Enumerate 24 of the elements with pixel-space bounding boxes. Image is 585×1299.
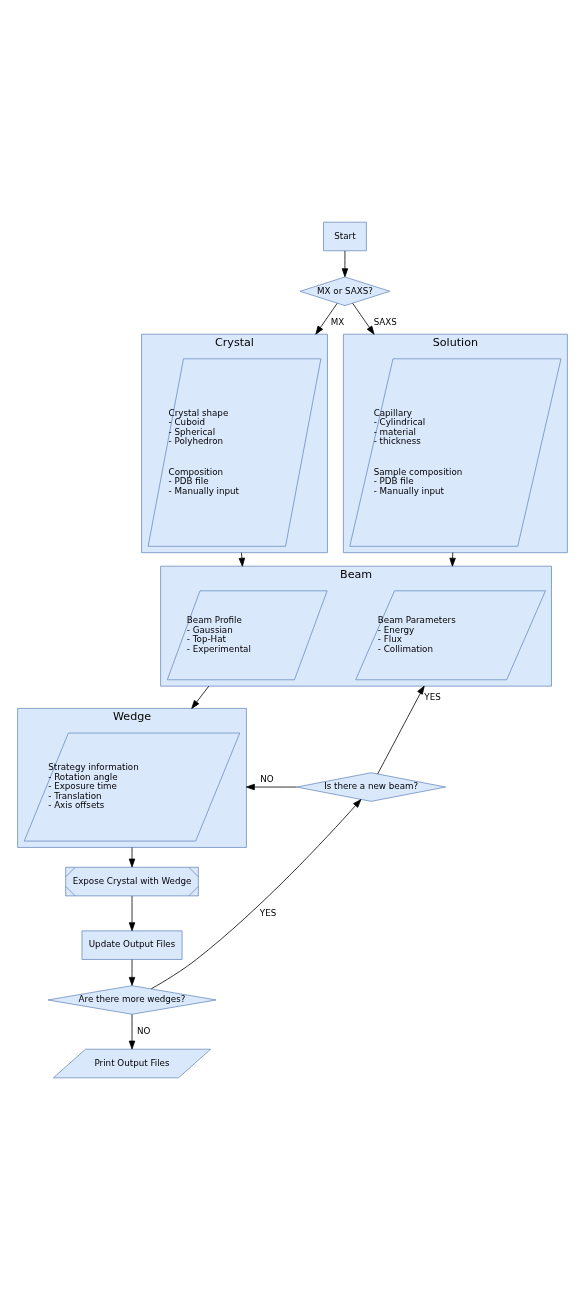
edge-label: SAXS <box>373 316 397 327</box>
node-box: Start <box>323 221 367 251</box>
arrow <box>128 846 136 867</box>
node-diamond: MX or SAXS? <box>299 276 391 306</box>
arrow <box>128 895 136 931</box>
node-diamond: Is there a new beam? <box>296 771 447 802</box>
arrow <box>246 783 297 790</box>
node-box: Update Output Files <box>81 929 183 960</box>
arrow <box>128 958 136 986</box>
arrow <box>238 551 246 567</box>
arrow <box>191 685 210 709</box>
arrow <box>377 685 425 774</box>
edge-label: NO <box>260 773 274 784</box>
arrow <box>150 798 362 989</box>
arrow <box>352 302 375 335</box>
node-diamond: Are there more wedges? <box>47 984 217 1015</box>
arrow <box>315 302 338 335</box>
arrow <box>128 1013 136 1049</box>
edge-label: YES <box>424 691 441 701</box>
edge-label: MX <box>330 316 345 327</box>
arrow <box>341 250 349 277</box>
edge-label: NO <box>137 1025 151 1036</box>
edge-label: YES <box>259 907 277 918</box>
arrow <box>449 551 456 567</box>
